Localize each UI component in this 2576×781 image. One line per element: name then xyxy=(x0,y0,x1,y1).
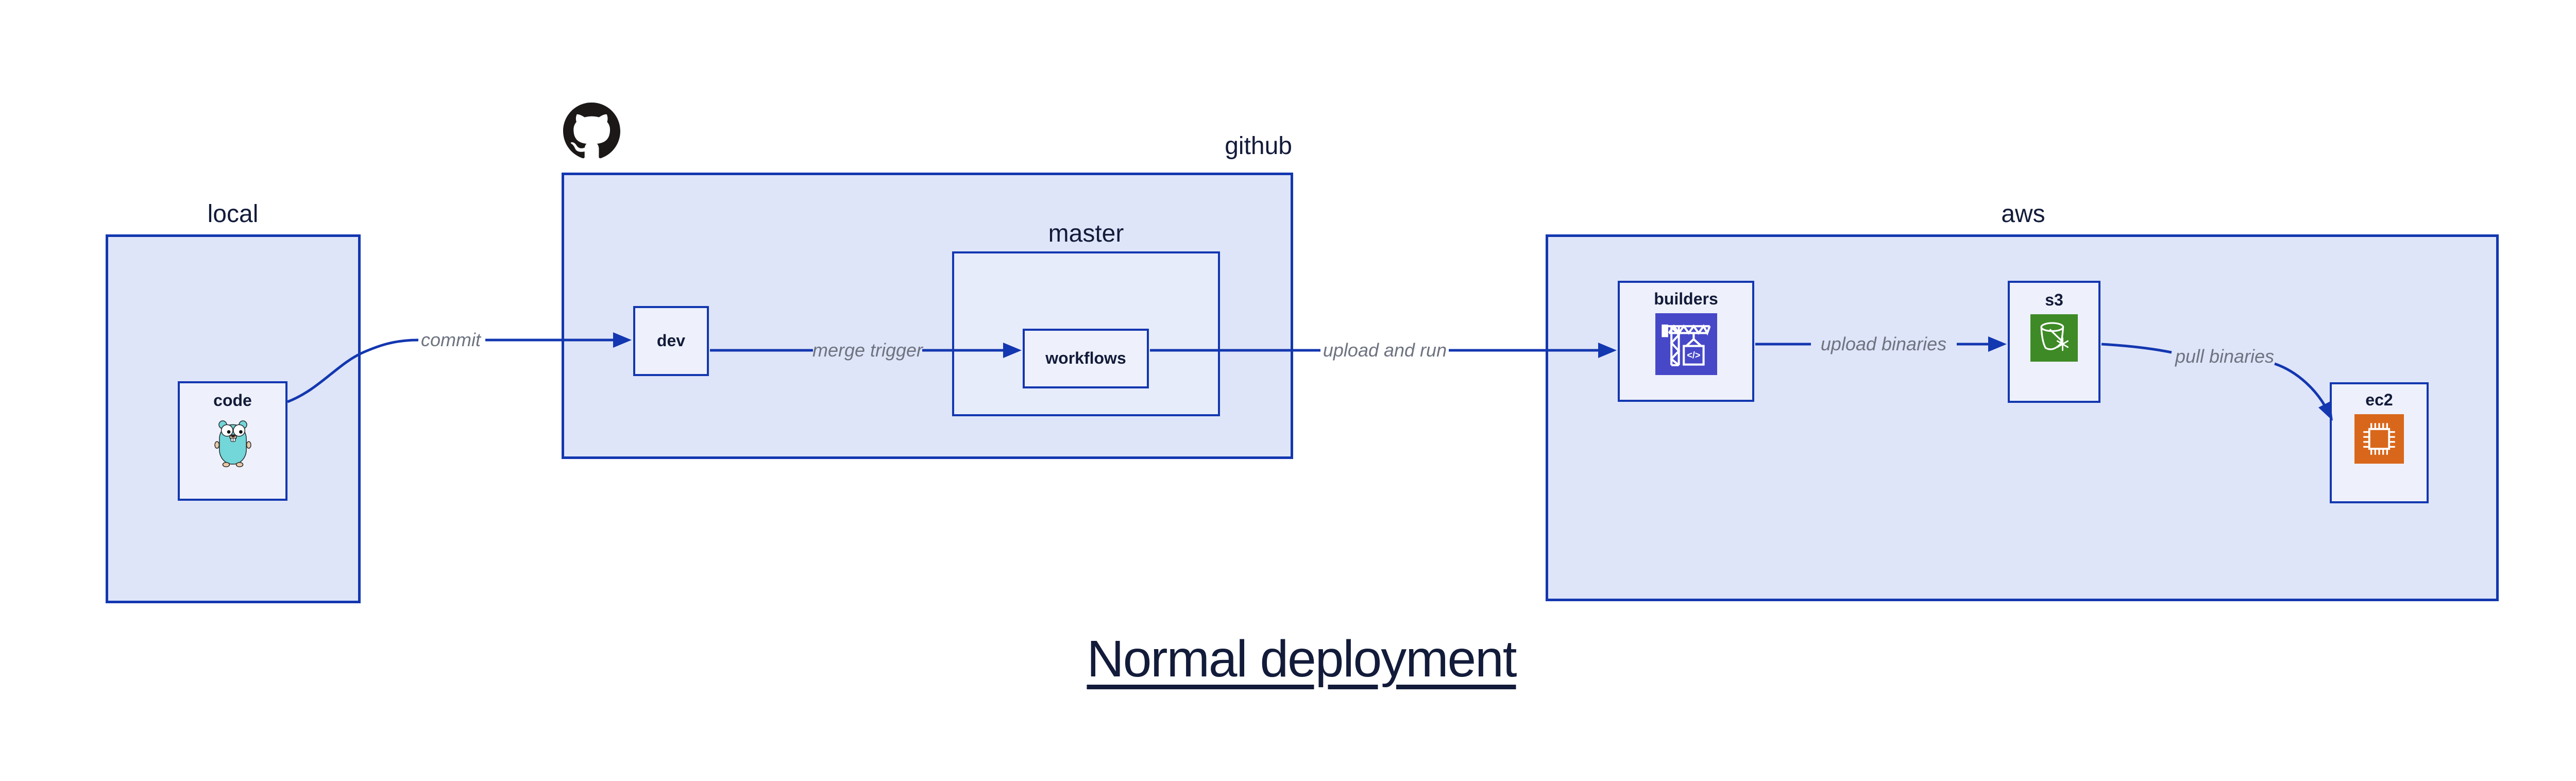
upload-binaries-edge-label: upload binaries xyxy=(1820,333,1947,354)
ec2-node-label: ec2 xyxy=(2365,390,2393,409)
github-group-label: github xyxy=(1225,132,1292,160)
s3-node: s3 xyxy=(2008,281,2100,403)
merge-trigger-edge-label: merge trigger xyxy=(812,339,923,361)
codebuild-crane-icon: </> xyxy=(1655,313,1717,376)
s3-bucket-snowflake-icon xyxy=(2030,314,2078,362)
code-node-label: code xyxy=(213,391,252,410)
ec2-chip-icon xyxy=(2354,414,2404,464)
master-branch-label: master xyxy=(1048,220,1124,247)
github-octocat-logo xyxy=(563,103,620,159)
dev-branch-node: dev xyxy=(633,306,709,376)
aws-group-label: aws xyxy=(2001,200,2045,228)
builders-node: builders </> xyxy=(1618,281,1754,402)
upload-and-run-edge-label: upload and run xyxy=(1323,339,1447,361)
commit-edge-label: commit xyxy=(421,329,481,350)
code-brackets-glyph: </> xyxy=(1687,350,1700,361)
pull-binaries-edge-label: pull binaries xyxy=(2175,346,2275,367)
local-group-label: local xyxy=(207,200,259,228)
dev-node-label: dev xyxy=(656,331,686,350)
go-gopher-icon xyxy=(214,420,251,468)
diagram-title: Normal deployment xyxy=(1087,630,1517,688)
workflows-node: workflows xyxy=(1023,329,1149,388)
code-node: code xyxy=(178,381,287,501)
workflows-node-label: workflows xyxy=(1045,349,1126,368)
builders-node-label: builders xyxy=(1654,290,1718,308)
ec2-node: ec2 xyxy=(2330,382,2429,503)
s3-node-label: s3 xyxy=(2045,291,2063,309)
